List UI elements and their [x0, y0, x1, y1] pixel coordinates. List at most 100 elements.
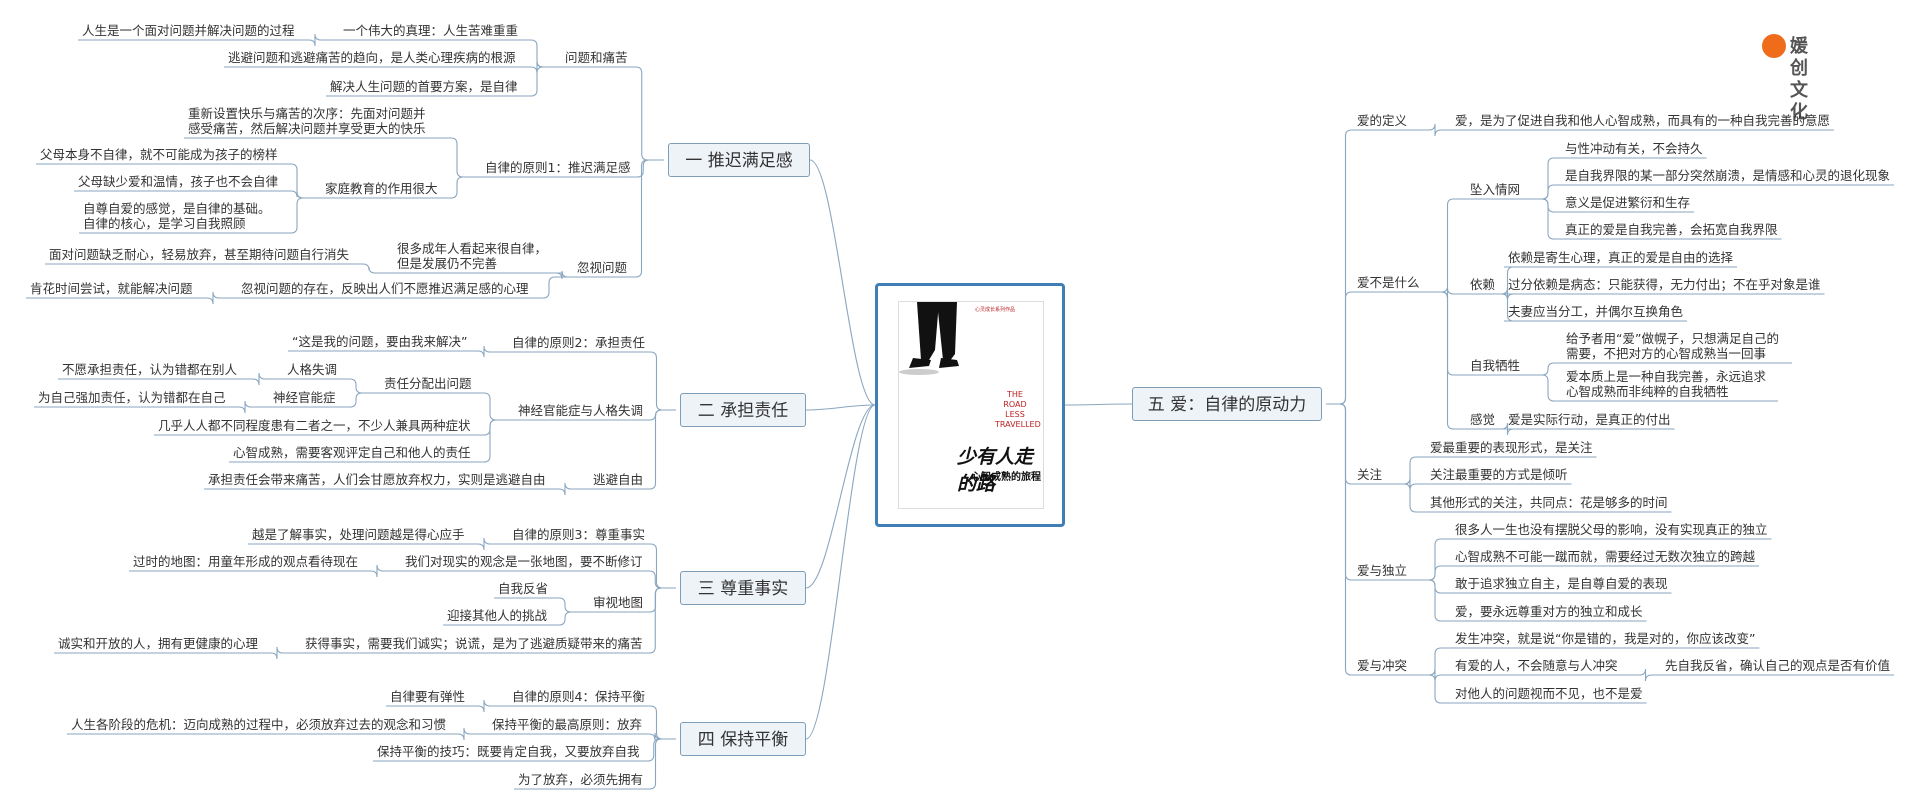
link-node-b2-p2a1 [341, 379, 380, 393]
node-b1-p2b[interactable]: 家庭教育的作用很大 [325, 181, 438, 196]
node-b5-i[interactable]: 爱与独立 [1357, 563, 1407, 578]
link-node-b3-p2 [647, 571, 676, 588]
node-b5-w2a[interactable]: 依赖是寄生心理，真正的爱是自由的选择 [1508, 250, 1733, 265]
node-b5-a1[interactable]: 爱最重要的表现形式，是关注 [1430, 440, 1593, 455]
node-b5-c1[interactable]: 发生冲突，就是说“你是错的，我是对的，你应该改变” [1455, 631, 1755, 646]
branch-1-title[interactable]: 一 推迟满足感 [668, 143, 810, 177]
link-node-b1-p2a [432, 138, 481, 177]
node-b5-w2c[interactable]: 夫妻应当分工，并偶尔互换角色 [1508, 304, 1683, 319]
node-b5-i1[interactable]: 很多人一生也没有摆脱父母的影响，没有实现真正的独立 [1455, 522, 1768, 537]
link-node-b1-p3b1 [197, 292, 237, 304]
node-b5-w1d[interactable]: 真正的爱是自我完善，会拓宽自我界限 [1565, 222, 1778, 237]
node-b5-c2[interactable]: 有爱的人，不会随意与人冲突 [1455, 658, 1618, 673]
branch-3-title[interactable]: 三 尊重事实 [680, 571, 806, 605]
node-b2-p2a[interactable]: 责任分配出问题 [384, 376, 472, 391]
link-node-b2-p2 [647, 410, 676, 420]
node-b4-p1a[interactable]: 自律要有弹性 [390, 689, 465, 704]
node-b5-a[interactable]: 关注 [1357, 467, 1382, 482]
node-b4-p1[interactable]: 自律的原则4：保持平衡 [512, 689, 645, 704]
node-b2-p2a2[interactable]: 神经官能症 [273, 390, 336, 405]
node-b5-w1b[interactable]: 是自我界限的某一部分突然崩溃，是情感和心灵的退化现象 [1565, 168, 1890, 183]
node-b1-p2b2[interactable]: 父母缺少爱和温情，孩子也不会自律 [78, 174, 278, 189]
node-b3-p4a[interactable]: 诚实和开放的人，拥有更健康的心理 [58, 636, 258, 651]
link-node-b5-a [1326, 404, 1353, 484]
branch-5-title[interactable]: 五 爱：自律的原动力 [1132, 387, 1322, 421]
link-node-b5-w1a [1524, 158, 1561, 199]
node-b1-p2a[interactable]: 重新设置快乐与痛苦的次序：先面对问题并感受痛苦，然后解决问题并享受更大的快乐 [188, 106, 428, 136]
node-b2-p2b[interactable]: 几乎人人都不同程度患有二者之一，不少人兼具两种症状 [158, 418, 471, 433]
link-node-b1-p2b [442, 177, 481, 198]
node-b5-w1a[interactable]: 与性冲动有关，不会持久 [1565, 141, 1703, 156]
node-b2-p2a1a[interactable]: 不愿承担责任，认为错都在别人 [62, 362, 237, 377]
node-b1-p2[interactable]: 自律的原则1：推迟满足感 [485, 160, 630, 175]
node-b5-w[interactable]: 爱不是什么 [1357, 275, 1420, 290]
center-link-branch-4-title [806, 405, 875, 739]
node-b5-w3[interactable]: 自我牺牲 [1470, 358, 1520, 373]
node-b5-w1[interactable]: 坠入情网 [1470, 182, 1520, 197]
node-b2-p3[interactable]: 逃避自由 [593, 472, 643, 487]
node-b5-w1c[interactable]: 意义是促进繁衍和生存 [1565, 195, 1690, 210]
node-b4-p3[interactable]: 保持平衡的技巧：既要肯定自我，又要放弃自我 [377, 744, 640, 759]
node-b4-p4[interactable]: 为了放弃，必须先拥有 [518, 772, 643, 787]
link-node-b3-p2a [362, 565, 401, 577]
link-node-b2-p1a [471, 346, 508, 357]
node-b5-w4[interactable]: 感觉 [1470, 412, 1495, 427]
branch-2-title[interactable]: 二 承担责任 [680, 393, 806, 427]
node-b5-w2b[interactable]: 过分依赖是病态：只能获得，无力付出；不在乎对象是谁 [1508, 277, 1821, 292]
node-b1-p2b1[interactable]: 父母本身不自律，就不可能成为孩子的榜样 [40, 147, 278, 162]
node-b5-d1[interactable]: 爱，是为了促进自我和他人心智成熟，而具有的一种自我完善的意愿 [1455, 113, 1830, 128]
node-b5-w4a[interactable]: 爱是实际行动，是真正的付出 [1508, 412, 1671, 427]
node-b3-p2[interactable]: 我们对现实的观念是一张地图，要不断修订 [405, 554, 643, 569]
node-b3-p1[interactable]: 自律的原则3：尊重事实 [512, 527, 645, 542]
node-b2-p1[interactable]: 自律的原则2：承担责任 [512, 335, 645, 350]
link-node-b2-p2a [476, 393, 514, 420]
node-b1-p1b[interactable]: 逃避问题和逃避痛苦的趋向，是人类心理疾病的根源 [228, 50, 516, 65]
node-b1-p3[interactable]: 忽视问题 [577, 260, 627, 275]
node-b3-p4[interactable]: 获得事实，需要我们诚实；说谎，是为了逃避质疑带来的痛苦 [305, 636, 643, 651]
link-node-b1-p3a [556, 271, 573, 279]
node-b5-a2[interactable]: 关注最重要的方式是倾听 [1430, 467, 1568, 482]
node-b1-p3b[interactable]: 忽视问题的存在，反映出人们不愿推迟满足感的心理 [241, 281, 529, 296]
node-b1-p1c[interactable]: 解决人生问题的首要方案，是自律 [330, 79, 518, 94]
node-b5-i4[interactable]: 爱，要永远尊重对方的独立和成长 [1455, 604, 1643, 619]
node-b2-p3a[interactable]: 承担责任会带来痛苦，人们会甘愿放弃权力，实则是逃避自由 [208, 472, 546, 487]
node-b5-w3a[interactable]: 给予者用“爱”做幌子，只想满足自己的需要，不把对方的心智成熟当一回事 [1566, 331, 1788, 361]
link-node-b1-p3a1 [353, 264, 393, 273]
node-b5-w2[interactable]: 依赖 [1470, 277, 1495, 292]
link-node-b1-p1a [522, 40, 561, 67]
node-b3-p3a[interactable]: 自我反省 [498, 581, 548, 596]
node-b1-p3a[interactable]: 很多成年人看起来很自律，但是发展仍不完善 [397, 241, 559, 271]
node-b1-p1a[interactable]: 一个伟大的真理：人生苦难重重 [343, 23, 518, 38]
node-b5-i3[interactable]: 敢于追求独立自主，是自尊自爱的表现 [1455, 576, 1668, 591]
node-b2-p2a2a[interactable]: 为自己强加责任，认为错都在自己 [38, 390, 226, 405]
node-b5-a3[interactable]: 其他形式的关注，共同点：花是够多的时间 [1430, 495, 1668, 510]
node-b2-p2a1[interactable]: 人格失调 [287, 362, 337, 377]
node-b1-p3a1[interactable]: 面对问题缺乏耐心，轻易放弃，甚至期待问题自行消失 [49, 247, 349, 262]
node-b1-p1[interactable]: 问题和痛苦 [565, 50, 628, 65]
node-b3-p3[interactable]: 审视地图 [593, 595, 643, 610]
node-b3-p2a[interactable]: 过时的地图：用童年形成的观点看待现在 [133, 554, 358, 569]
node-b2-p1a[interactable]: “这是我的问题，要由我来解决” [292, 334, 467, 349]
node-b5-c3[interactable]: 对他人的问题视而不见，也不是爱 [1455, 686, 1643, 701]
book-cover-node[interactable]: 心灵成长系列作品 THE ROAD LESS TRAVELLED 少有人走的路 … [875, 283, 1065, 527]
node-b3-p1a[interactable]: 越是了解事实，处理问题越是得心应手 [252, 527, 465, 542]
node-b4-p2[interactable]: 保持平衡的最高原则：放弃 [492, 717, 642, 732]
node-b3-p3b[interactable]: 迎接其他人的挑战 [447, 608, 547, 623]
link-node-b2-p2a1a [241, 373, 283, 385]
node-b5-c[interactable]: 爱与冲突 [1357, 658, 1407, 673]
node-b5-w3b[interactable]: 爱本质上是一种自我完善，永远追求心智成熟而非纯粹的自我牺牲 [1566, 369, 1774, 399]
node-b2-p2[interactable]: 神经官能症与人格失调 [518, 403, 643, 418]
node-b1-p3b1[interactable]: 肯花时间尝试，就能解决问题 [30, 281, 193, 296]
node-b5-i2[interactable]: 心智成熟不可能一蹴而就，需要经过无数次独立的跨越 [1455, 549, 1755, 564]
node-b1-p2b3[interactable]: 自尊自爱的感觉，是自律的基础。自律的核心，是学习自我照顾 [83, 201, 275, 231]
node-b2-p2c[interactable]: 心智成熟，需要客观评定自己和他人的责任 [233, 445, 471, 460]
link-node-b4-p1a [469, 700, 508, 712]
branch-4-title[interactable]: 四 保持平衡 [680, 722, 806, 756]
node-b5-d[interactable]: 爱的定义 [1357, 113, 1407, 128]
node-b4-p2a[interactable]: 人生各阶段的危机：迈向成熟的过程中，必须放弃过去的观念和习惯 [71, 717, 446, 732]
node-b1-p1a1[interactable]: 人生是一个面对问题并解决问题的过程 [82, 23, 295, 38]
link-node-b5-i1 [1411, 539, 1451, 580]
node-b5-c2a[interactable]: 先自我反省，确认自己的观点是否有价值 [1665, 658, 1890, 673]
link-node-b5-c3 [1411, 675, 1451, 703]
link-node-b5-w1d [1524, 199, 1561, 239]
